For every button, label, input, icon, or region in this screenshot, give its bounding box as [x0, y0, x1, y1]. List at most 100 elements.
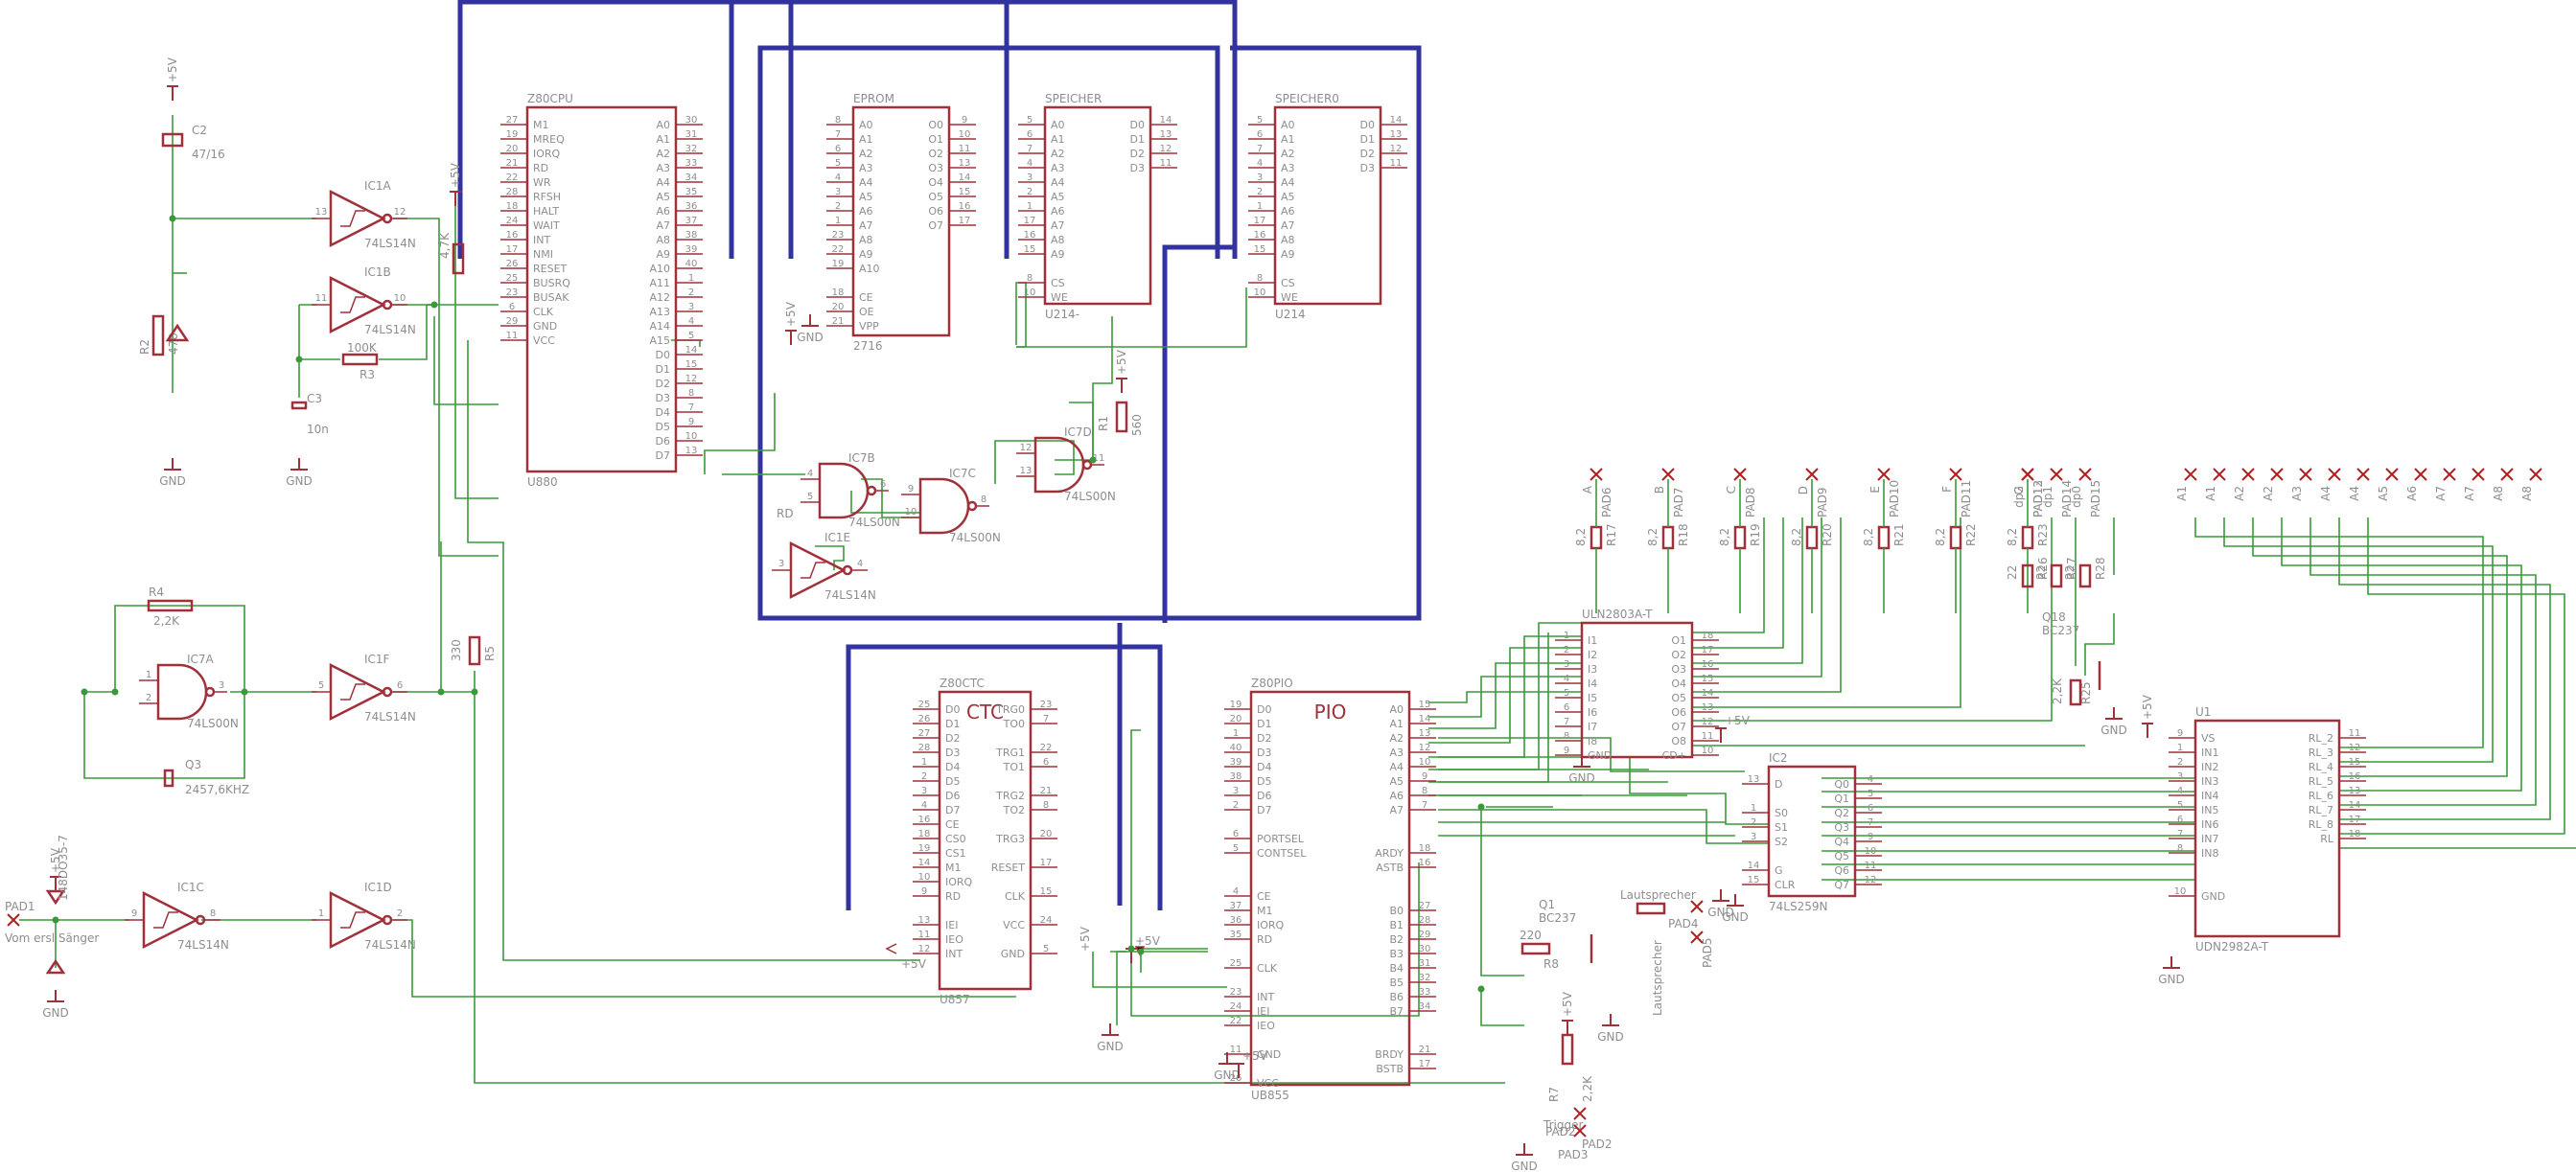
pin-name: A2 — [1281, 148, 1295, 160]
pin-name: A4 — [859, 176, 873, 189]
pin-name: IN3 — [2201, 775, 2218, 788]
trigger-label: Trigger — [1543, 1118, 1583, 1132]
ref-label: R8 — [1543, 957, 1559, 971]
pin-name: O6 — [1671, 706, 1686, 719]
pin-name: WR — [533, 176, 551, 189]
pin-name: BRDY — [1375, 1048, 1404, 1061]
gate-part: 74LS14N — [824, 588, 876, 602]
ref-label: R7 — [1547, 1087, 1561, 1102]
pin-number: 16 — [918, 815, 931, 825]
pin-name: D3 — [1130, 162, 1145, 174]
pin-name: A5 — [1389, 775, 1404, 788]
pad-mark — [2299, 468, 2312, 481]
pad-mark — [2529, 468, 2542, 481]
pin-number: 6 — [397, 680, 403, 691]
pin-name: MREQ — [533, 133, 565, 146]
chip-part: U880 — [527, 475, 558, 489]
pin-number: 11 — [1160, 158, 1172, 169]
pin-number: 1 — [2177, 743, 2183, 753]
relay-label: A3 — [2290, 486, 2304, 501]
gnd-label: GND — [1511, 1160, 1538, 1172]
pin-number: 25 — [918, 700, 931, 710]
pin-number: 14 — [959, 172, 971, 183]
gate-bubble — [204, 686, 216, 698]
pin-number: 8 — [210, 908, 216, 919]
pad-mark — [1877, 468, 1891, 481]
pin-name: I4 — [1588, 678, 1597, 690]
pin-number: 3 — [1751, 832, 1756, 842]
value-label: 8,2 — [2006, 528, 2019, 546]
junction-dot — [1137, 948, 1145, 955]
pin-number: 16 — [1702, 659, 1714, 670]
pad-letter: dp2 — [2012, 486, 2026, 508]
pin-name: WE — [1051, 291, 1068, 304]
gnd-label: GND — [1597, 1030, 1624, 1044]
gnd-label: GND — [159, 474, 186, 488]
gate-body — [918, 477, 970, 535]
pin-number: 9 — [962, 115, 967, 126]
pin-number: 4 — [2177, 786, 2183, 796]
pin-number: 15 — [1040, 886, 1053, 897]
pin-name: A9 — [1281, 248, 1295, 261]
junction-dot — [471, 688, 478, 696]
pin-number: 12 — [1865, 875, 1877, 885]
resistor-r25 — [2069, 678, 2082, 706]
pin-number: 2 — [688, 287, 694, 298]
pin-name: B4 — [1389, 962, 1404, 975]
capacitor-c2 — [161, 132, 184, 148]
pin-name: B6 — [1389, 991, 1404, 1003]
pin-number: 16 — [2349, 771, 2361, 782]
pin-name: D0 — [1360, 119, 1375, 131]
pin-name: IN4 — [2201, 790, 2218, 802]
pin-number: 28 — [506, 187, 519, 197]
ref-label: R2 — [138, 339, 151, 355]
pin-number: 3 — [1027, 172, 1033, 183]
pin-name: I1 — [1588, 634, 1597, 647]
resistor-r3 — [341, 353, 379, 366]
junction-dot — [1477, 803, 1485, 811]
pin-name: RL_3 — [2309, 747, 2333, 759]
pin-number: 8 — [1027, 273, 1033, 284]
value-label: 2,2K — [2051, 678, 2064, 704]
pin-number: 13 — [1419, 728, 1431, 739]
pin-number: 13 — [315, 207, 328, 218]
pin-name: CS0 — [945, 833, 966, 845]
pin-name: D1 — [1130, 133, 1145, 146]
pin-name: A0 — [656, 119, 670, 131]
pin-name: O5 — [928, 191, 943, 203]
resistor-r4 — [147, 599, 194, 612]
ref-label: Q18 — [2042, 610, 2066, 624]
pin-number: 22 — [832, 244, 845, 255]
vcc-label: +5V — [166, 57, 179, 82]
pin-number: 1 — [1233, 728, 1239, 739]
pin-name: A1 — [1051, 133, 1065, 146]
pin-number: 6 — [1564, 702, 1569, 713]
relay-label: A8 — [2520, 486, 2534, 501]
pin-name: IN8 — [2201, 847, 2218, 860]
pin-number: 19 — [1230, 700, 1242, 710]
chip-eprom: EPROM2716A08A17A26A35A44A53A62A71A823A92… — [826, 92, 976, 353]
pin-number: 17 — [1254, 216, 1266, 226]
gate-ref: IC1F — [364, 653, 390, 666]
pad-label: PAD15 — [2089, 480, 2102, 517]
pin-name: D2 — [656, 378, 670, 390]
pin-name: WAIT — [533, 219, 560, 232]
pin-number: 1 — [146, 670, 151, 680]
gnd-label: GND — [1214, 1069, 1241, 1082]
pin-number: 8 — [1257, 273, 1263, 284]
chip-part: U214 — [1275, 308, 1306, 321]
junction-dot — [52, 916, 59, 924]
chip-part: U857 — [940, 993, 970, 1006]
vcc-label: +5V — [1561, 991, 1574, 1017]
pin-name: RD — [945, 890, 961, 903]
pin-number: 29 — [1419, 930, 1431, 940]
pad-mark — [2443, 468, 2456, 481]
pin-number: 10 — [1419, 757, 1431, 768]
pin-name: NMI — [533, 248, 553, 261]
pin-number: 27 — [1419, 901, 1431, 911]
pin-name: RL_5 — [2309, 775, 2333, 788]
junction-dot — [1477, 985, 1485, 993]
